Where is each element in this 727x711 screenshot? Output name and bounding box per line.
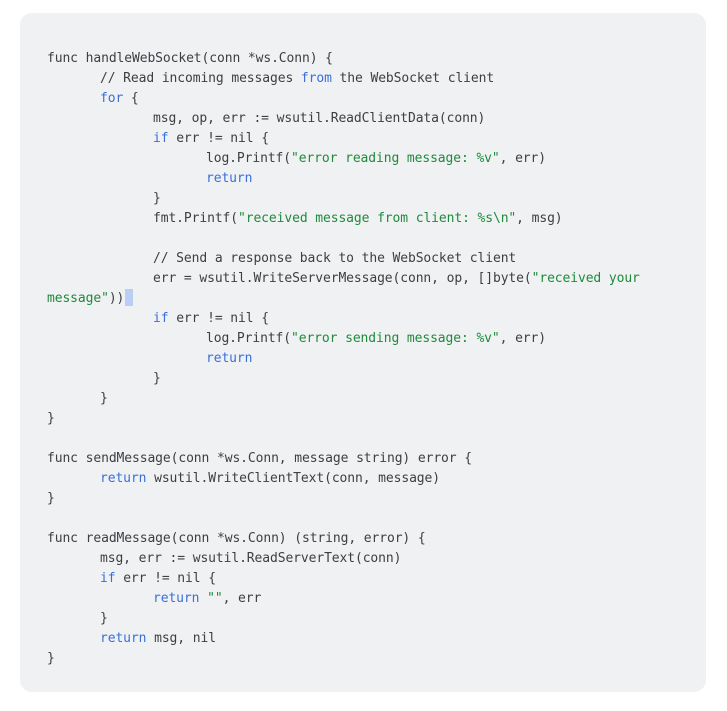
code-text: } bbox=[47, 411, 55, 426]
code-keyword: from bbox=[300, 71, 332, 86]
code-line: } bbox=[47, 409, 706, 429]
code-string: "error reading message: %v" bbox=[291, 151, 500, 166]
code-line: return "", err bbox=[47, 589, 706, 609]
code-line: func readMessage(conn *ws.Conn) (string,… bbox=[47, 529, 706, 549]
code-text: , err bbox=[222, 591, 262, 606]
code-line: func handleWebSocket(conn *ws.Conn) { bbox=[47, 49, 706, 69]
code-text: } bbox=[100, 611, 108, 626]
code-text: } bbox=[47, 651, 55, 666]
code-line bbox=[47, 229, 706, 249]
code-text: func handleWebSocket(conn *ws.Conn) { bbox=[47, 51, 333, 66]
code-text: msg, nil bbox=[146, 631, 216, 646]
code-text: } bbox=[100, 391, 108, 406]
code-text: )) bbox=[108, 291, 125, 306]
code-text: err != nil { bbox=[168, 131, 269, 146]
code-line: message")) bbox=[47, 289, 706, 309]
code-string: "received your bbox=[531, 271, 640, 286]
code-line: log.Printf("error reading message: %v", … bbox=[47, 149, 706, 169]
code-text: } bbox=[153, 371, 161, 386]
code-line: if err != nil { bbox=[47, 569, 706, 589]
code-text: { bbox=[123, 91, 139, 106]
code-text: } bbox=[153, 191, 161, 206]
code-text: the WebSocket client bbox=[331, 71, 495, 86]
code-line: } bbox=[47, 649, 706, 669]
code-keyword: return bbox=[206, 171, 253, 186]
code-keyword: if bbox=[153, 131, 169, 146]
code-line: err = wsutil.WriteServerMessage(conn, op… bbox=[47, 269, 706, 289]
code-line: return bbox=[47, 169, 706, 189]
code-text: wsutil.WriteClientText(conn, message) bbox=[146, 471, 440, 486]
code-line: return wsutil.WriteClientText(conn, mess… bbox=[47, 469, 706, 489]
code-block[interactable]: func handleWebSocket(conn *ws.Conn) { // … bbox=[20, 13, 706, 692]
code-line: // Send a response back to the WebSocket… bbox=[47, 249, 706, 269]
code-keyword: return bbox=[100, 631, 147, 646]
code-keyword: for bbox=[100, 91, 124, 106]
code-keyword: return bbox=[206, 351, 253, 366]
code-line: return bbox=[47, 349, 706, 369]
code-text: , msg) bbox=[516, 211, 563, 226]
code-text: func readMessage(conn *ws.Conn) (string,… bbox=[47, 531, 426, 546]
code-line: } bbox=[47, 389, 706, 409]
code-line: msg, op, err := wsutil.ReadClientData(co… bbox=[47, 109, 706, 129]
code-text: // Read incoming messages bbox=[100, 71, 301, 86]
code-line: // Read incoming messages from the WebSo… bbox=[47, 69, 706, 89]
code-text: , err) bbox=[499, 331, 546, 346]
code-keyword: if bbox=[153, 311, 169, 326]
code-line: if err != nil { bbox=[47, 129, 706, 149]
code-line: } bbox=[47, 369, 706, 389]
code-text: fmt.Printf( bbox=[153, 211, 238, 226]
code-text: err = wsutil.WriteServerMessage(conn, op… bbox=[153, 271, 532, 286]
code-text: log.Printf( bbox=[206, 331, 291, 346]
text-cursor bbox=[125, 289, 134, 306]
code-line: return msg, nil bbox=[47, 629, 706, 649]
code-text bbox=[199, 591, 207, 606]
code-text: } bbox=[47, 491, 55, 506]
code-line: } bbox=[47, 609, 706, 629]
code-line: func sendMessage(conn *ws.Conn, message … bbox=[47, 449, 706, 469]
code-string: "" bbox=[207, 591, 223, 606]
code-keyword: if bbox=[100, 571, 116, 586]
code-line: log.Printf("error sending message: %v", … bbox=[47, 329, 706, 349]
code-line: for { bbox=[47, 89, 706, 109]
code-string: "received message from client: %s\n" bbox=[238, 211, 517, 226]
code-line bbox=[47, 509, 706, 529]
code-text: func sendMessage(conn *ws.Conn, message … bbox=[47, 451, 472, 466]
code-text: err != nil { bbox=[115, 571, 216, 586]
code-string: message" bbox=[47, 291, 109, 306]
code-line: if err != nil { bbox=[47, 309, 706, 329]
code-keyword: return bbox=[153, 591, 200, 606]
code-line: fmt.Printf("received message from client… bbox=[47, 209, 706, 229]
code-text: // Send a response back to the WebSocket… bbox=[153, 251, 517, 266]
code-text: , err) bbox=[499, 151, 546, 166]
code-line: } bbox=[47, 489, 706, 509]
code-line bbox=[47, 429, 706, 449]
code-line: msg, err := wsutil.ReadServerText(conn) bbox=[47, 549, 706, 569]
code-line: } bbox=[47, 189, 706, 209]
code-text: msg, err := wsutil.ReadServerText(conn) bbox=[100, 551, 402, 566]
code-text: msg, op, err := wsutil.ReadClientData(co… bbox=[153, 111, 486, 126]
code-keyword: return bbox=[100, 471, 147, 486]
code-string: "error sending message: %v" bbox=[291, 331, 500, 346]
code-text: err != nil { bbox=[168, 311, 269, 326]
code-text: log.Printf( bbox=[206, 151, 291, 166]
